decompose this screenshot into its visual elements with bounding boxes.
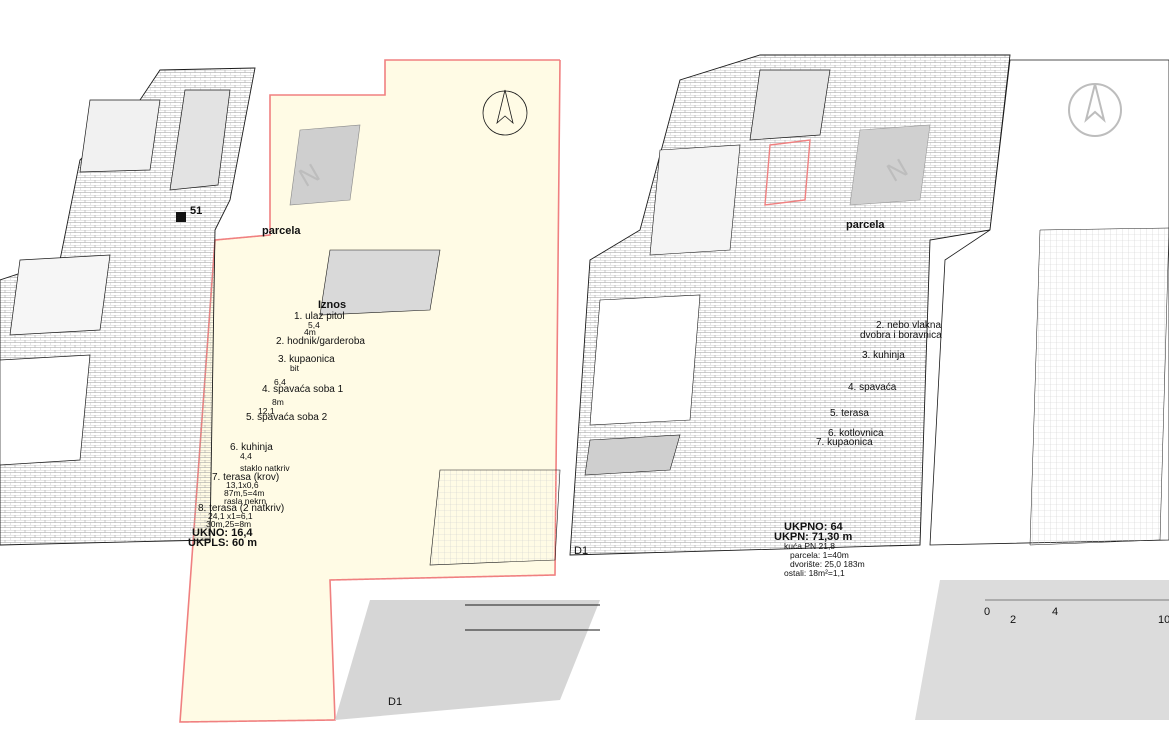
right-building [929, 59, 1169, 546]
left-detail-block [289, 124, 561, 566]
room-item: 2. hodnik/garderoba [276, 336, 365, 347]
room-item: 8. terasa (2 natkriv) [198, 503, 285, 514]
room-item: dvobra i boravnica [860, 330, 942, 341]
right-site-label: parcela [846, 219, 885, 231]
room-unit: 8m [272, 397, 284, 407]
left-site-label: parcela [262, 225, 301, 237]
corner-marker-box [176, 212, 186, 222]
room-item: 4. spavaća soba 1 [262, 384, 344, 395]
room-item: 5. terasa [830, 408, 869, 419]
room-area: 4,4 [240, 451, 252, 461]
left-building [0, 67, 256, 546]
total-line: UKNO: 16,4 [192, 527, 253, 539]
room-item: 1. ulaz pitol [294, 311, 345, 322]
left-corner-marker: 51 [190, 205, 203, 217]
room-item: 6. kotlovnica [828, 428, 884, 439]
scale-tick: 10 [1158, 614, 1169, 626]
room-area: 12,1 [258, 406, 275, 416]
room-item: 7. terasa (krov) [212, 472, 280, 483]
middle-building [569, 54, 1011, 556]
room-item: 2. nebo vlakna [876, 320, 942, 331]
room-area: 24,1 x1=6,1 [208, 511, 253, 521]
summary-line: UKPNO: 64 [784, 521, 843, 533]
room-area: bit [290, 363, 299, 373]
north-arrow-right [1068, 83, 1122, 137]
room-item: 3. kupaonica [278, 354, 335, 365]
bottom-shadow [335, 580, 1169, 720]
corner-label: D1 [388, 696, 403, 708]
left-area-title: Iznos [318, 299, 347, 311]
extra-line: rasla nekrn [224, 496, 267, 506]
summary-line: UKPN: 71,30 m [774, 531, 853, 543]
north-arrow-left [482, 89, 528, 136]
room-item: 7. kupaonica [816, 437, 873, 448]
room-unit: 30m,25=8m [206, 519, 252, 529]
room-unit: 87m,5=4m [224, 488, 265, 498]
room-area: 13,1x0,6 [226, 480, 259, 490]
room-area: 5,4 [308, 320, 320, 330]
summary-line: dvorište: 25,0 183m [790, 559, 865, 569]
summary-line: parcela: 1=40m [790, 550, 849, 560]
summary-line: ostali: 18m²=1,1 [784, 568, 845, 578]
scale-tick: 2 [1010, 614, 1017, 626]
room-area: 6,4 [274, 377, 286, 387]
corner-label: D1 [574, 545, 589, 557]
total-line: UKPLS: 60 m [188, 537, 258, 549]
room-unit: 4m [304, 327, 316, 337]
room-item: 5. spavaća soba 2 [246, 412, 328, 423]
scale-tick: 0 [984, 606, 991, 618]
room-item: 4. spavaća [848, 382, 897, 393]
room-item: 6. kuhinja [230, 442, 273, 453]
summary-line: kuća PN 21,8 [784, 541, 836, 551]
scale-tick: 4 [1052, 606, 1059, 618]
extra-line: staklo natkriv [240, 463, 290, 473]
room-item: 3. kuhinja [862, 350, 905, 361]
